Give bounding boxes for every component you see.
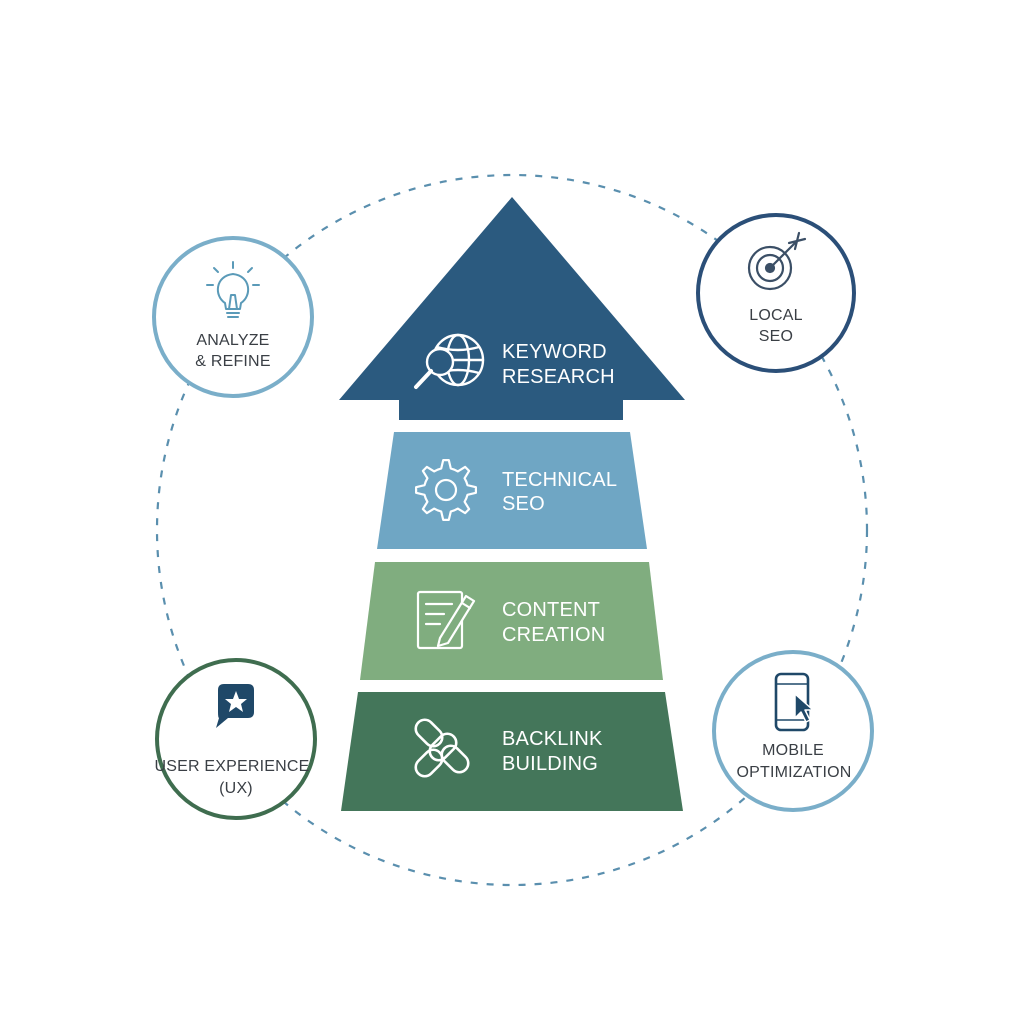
phone-cursor-icon [774,672,814,732]
node-local-seo-label-line1: LOCAL [749,307,802,324]
chain-link-icon [414,718,470,778]
tier-content-creation-label-line2: CREATION [502,624,605,646]
node-user-experience: USER EXPERIENCE (UX) [154,658,317,820]
node-local-seo-label-line2: SEO [759,328,793,345]
tier-content-creation-shape [360,562,663,680]
node-mobile-optimization: MOBILE OPTIMIZATION [712,650,874,812]
document-pencil-icon [416,590,476,650]
tier-backlink-building: BACKLINK BUILDING [341,692,683,811]
tier-keyword-research-label-line1: KEYWORD [502,341,607,363]
tier-content-creation: CONTENT CREATION [360,562,663,680]
chat-star-icon [216,684,254,728]
dashed-orbit-circle [155,173,869,887]
tier-keyword-research-label-line2: RESEARCH [502,366,615,388]
node-local-seo: LOCAL SEO [696,213,856,373]
tier-keyword-research: KEYWORD RESEARCH [339,197,685,420]
tier-technical-seo: TECHNICAL SEO [377,432,647,549]
tier-technical-seo-label-line1: TECHNICAL [502,469,617,491]
lightbulb-icon [206,261,260,318]
target-arrow-icon [747,231,807,291]
globe-magnifier-icon [414,333,485,389]
node-analyze-refine-label-line2: & REFINE [195,353,270,370]
node-mobile-optimization-label-line2: OPTIMIZATION [737,764,852,781]
node-analyze-refine: ANALYZE & REFINE [152,236,314,398]
tier-keyword-research-shape [339,197,685,420]
node-local-seo-circle [696,213,856,373]
pyramid: KEYWORD RESEARCH TECHNICAL SEO [339,197,685,811]
node-analyze-refine-label-line1: ANALYZE [196,332,269,349]
node-user-experience-label-line1: USER EXPERIENCE [154,758,309,775]
node-user-experience-label-line2: (UX) [219,780,253,797]
node-mobile-optimization-label-line1: MOBILE [762,742,824,759]
tier-content-creation-label-line1: CONTENT [502,599,600,621]
node-user-experience-circle [155,658,317,820]
tier-technical-seo-label-line2: SEO [502,493,545,515]
tier-backlink-building-label-line1: BACKLINK [502,728,603,750]
tier-backlink-building-shape [341,692,683,811]
tier-backlink-building-label-line2: BUILDING [502,753,598,775]
gear-icon [415,459,477,521]
